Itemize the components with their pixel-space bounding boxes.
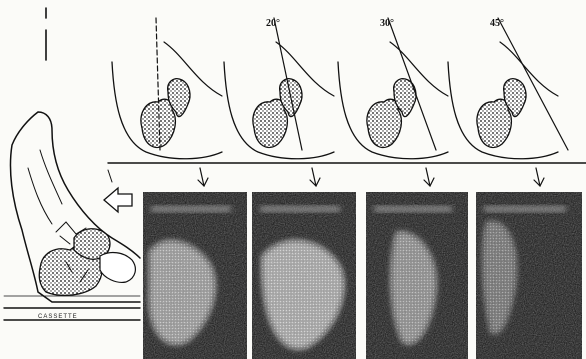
- calcaneus-bone: [477, 99, 511, 147]
- film-grain: [476, 192, 582, 359]
- projection-sketch-2: 20°: [224, 18, 334, 186]
- radiograph-1: [143, 192, 247, 359]
- film-grain: [366, 192, 468, 359]
- angle-label: 45°: [490, 18, 504, 29]
- radiograph-2: [252, 192, 356, 359]
- angle-label: 30°: [380, 18, 394, 29]
- projection-sketch-4: 45°: [448, 18, 568, 186]
- angle-label: 20°: [266, 18, 280, 29]
- calcaneus-bone: [367, 99, 401, 147]
- foot-lateral-sketch: CASSETTE: [4, 112, 140, 320]
- film-grain: [143, 192, 247, 359]
- radiograph-strip: [143, 192, 582, 359]
- beam-pointer-arrow: [104, 188, 132, 212]
- projection-sketches: 20° 30° 45°: [112, 18, 568, 186]
- projection-sketch-3: 30°: [338, 18, 448, 186]
- film-grain: [252, 192, 356, 359]
- radiograph-3: [366, 192, 468, 359]
- calcaneus-bone: [253, 99, 287, 147]
- cassette-label: CASSETTE: [38, 314, 78, 320]
- radiograph-4: [476, 192, 582, 359]
- projection-sketch-1: [112, 18, 222, 186]
